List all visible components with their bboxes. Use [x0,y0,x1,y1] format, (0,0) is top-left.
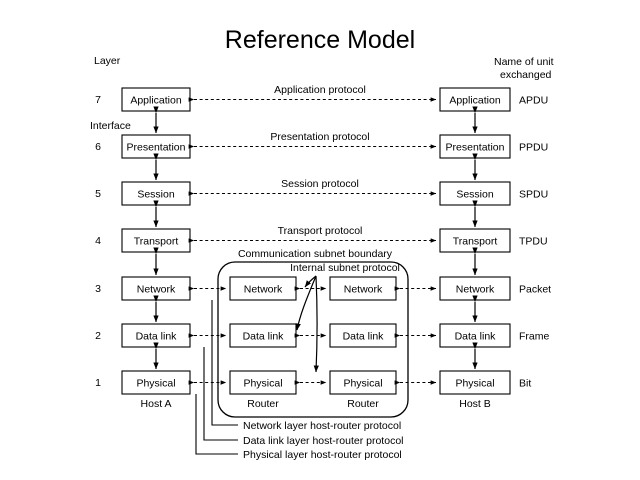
unit-name-bit: Bit [519,378,531,390]
unit-column-header-line2: exchanged [500,69,552,81]
annotation-physical-host-router: Physical layer host-router protocol [243,449,402,461]
unit-name-apdu: APDU [519,95,548,107]
host-b-box-physical [439,370,511,395]
peer-protocol-application: Application protocol [188,84,437,102]
host-b-label-transport: Transport [453,236,498,248]
router-1-router-2-links [294,286,327,385]
host-a-label-datalink: Data link [136,331,178,343]
communication-subnet-boundary [217,261,409,418]
protocol-label-presentation: Presentation protocol [270,131,369,143]
router-1-label: Router [247,398,279,410]
router-2-label-physical: Physical [343,378,382,390]
protocol-label-session: Session protocol [281,178,359,190]
unit-name-spdu: SPDU [519,189,548,201]
host-a-label-application: Application [130,95,182,107]
host-b-layer-4: Transport TPDU [439,228,548,253]
router-2-label: Router [347,398,379,410]
annotation-network-host-router: Network layer host-router protocol [243,420,401,432]
peer-protocol-presentation: Presentation protocol [188,131,437,149]
host-b-label-physical: Physical [455,378,494,390]
interface-label: Interface [90,120,131,132]
router-2-label-datalink: Data link [343,331,385,343]
unit-column-header-line1: Name of unit [494,56,554,68]
protocol-label-transport: Transport protocol [278,225,363,237]
unit-name-packet: Packet [519,284,551,296]
host-a-label-network: Network [137,284,176,296]
host-b-layer-6: Presentation PPDU [439,134,548,159]
host-b-layer-5: Session SPDU [439,181,548,206]
router-2-label-network: Network [344,284,383,296]
layer-number-4: 4 [95,235,101,247]
host-a-label-presentation: Presentation [127,142,186,154]
layer-number-7: 7 [95,94,101,106]
unit-name-tpdu: TPDU [519,236,548,248]
subnet-boundary-label: Communication subnet boundary [238,248,393,260]
host-a-label-physical: Physical [136,378,175,390]
router-1: Network Data link Physical Router [229,276,297,410]
layer-number-3: 3 [95,283,101,295]
router-1-label-physical: Physical [243,378,282,390]
unit-name-frame: Frame [519,331,549,343]
router-2-host-b-links [394,286,437,385]
host-b-label-application: Application [449,95,501,107]
peer-protocol-session: Session protocol [188,178,437,196]
layer-number-6: 6 [95,141,101,153]
host-b-label-session: Session [456,189,494,201]
host-a-label: Host A [141,398,172,410]
host-b-layer-3: Network Packet [439,276,551,301]
router-2: Network Data link Physical Router [329,276,397,410]
internal-subnet-protocol-pointers [295,275,319,373]
host-a-layer-5: 5 Session [95,181,191,206]
annotation-leaders [195,300,238,455]
layer-number-2: 2 [95,330,101,342]
host-a-layer-1: 1 Physical [95,370,191,395]
internal-subnet-protocol-label: Internal subnet protocol [290,262,400,274]
peer-protocol-transport: Transport protocol [188,225,437,243]
page-title: Reference Model [225,26,415,54]
layer-column-header: Layer [94,55,121,67]
layer-number-1: 1 [95,377,101,389]
router-1-label-network: Network [244,284,283,296]
host-a-label-transport: Transport [134,236,179,248]
unit-name-ppdu: PPDU [519,142,548,154]
host-a-layer-4: 4 Transport [95,228,191,253]
host-a-label-session: Session [137,189,175,201]
host-b-label-presentation: Presentation [446,142,505,154]
layer-number-5: 5 [95,188,101,200]
host-b-label-datalink: Data link [455,331,497,343]
host-b-label: Host B [459,398,491,410]
host-b-layer-1: Physical Bit [439,370,531,395]
protocol-label-application: Application protocol [274,84,366,96]
router-1-label-datalink: Data link [243,331,285,343]
host-b-layer-2: Data link Frame [439,323,549,348]
host-b-label-network: Network [456,284,495,296]
annotation-datalink-host-router: Data link layer host-router protocol [243,435,404,447]
